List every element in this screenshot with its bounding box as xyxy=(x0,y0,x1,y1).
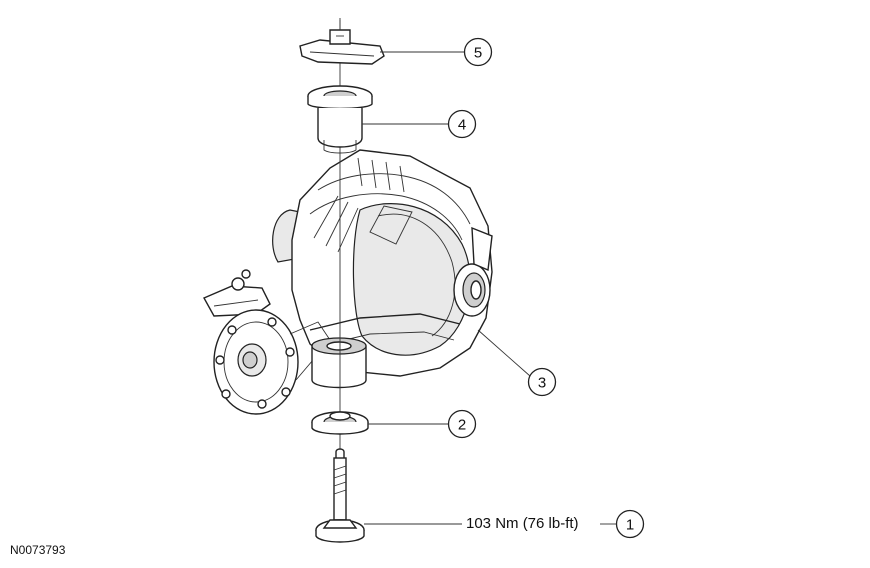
upper-insulator-part xyxy=(307,85,373,154)
callout-1-number: 1 xyxy=(626,517,634,534)
callout-3: 3 xyxy=(477,329,557,397)
figure-id: N0073793 xyxy=(10,543,66,557)
callout-4: 4 xyxy=(362,109,477,139)
callout-5-number: 5 xyxy=(474,45,482,62)
callout-4-number: 4 xyxy=(458,117,466,134)
torque-specification: 103 Nm (76 lb-ft) xyxy=(466,515,579,532)
callout-5: 5 xyxy=(380,37,493,67)
upper-bracket-part xyxy=(299,18,385,65)
callout-3-number: 3 xyxy=(538,375,546,392)
mount-bolt-part xyxy=(315,448,365,543)
callout-1: 1 xyxy=(364,509,645,539)
lower-insulator-part xyxy=(311,411,369,435)
callout-2: 2 xyxy=(368,409,477,439)
callout-2-number: 2 xyxy=(458,417,466,434)
differential-housing xyxy=(203,149,493,415)
